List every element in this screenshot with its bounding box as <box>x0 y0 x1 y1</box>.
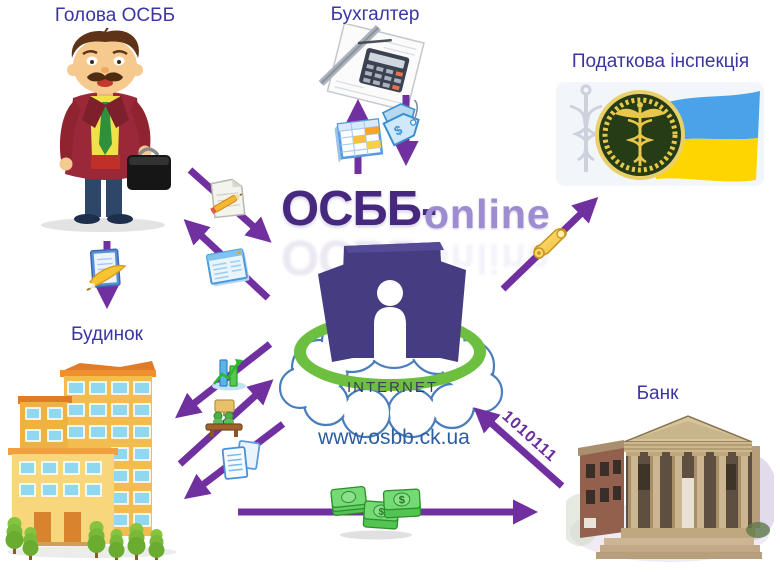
accountant-label: Бухгалтер <box>330 4 420 25</box>
osbb-building-icon <box>318 242 466 362</box>
scroll-icon <box>533 228 567 259</box>
caduceus-emblem-icon <box>595 90 685 180</box>
logo-title: ОСББ- <box>281 182 437 236</box>
trees <box>5 517 165 560</box>
internet-label: INTERNET <box>347 379 438 396</box>
svg-text:$: $ <box>378 507 385 518</box>
site-url: www.osbb.ck.ua <box>318 426 470 449</box>
spreadsheet-icon <box>334 118 384 163</box>
documents-icon <box>221 440 261 480</box>
logo-accent: online <box>424 191 551 237</box>
apartment-building-image <box>5 361 177 560</box>
calculator-image <box>318 24 425 112</box>
price-tags-icon: $ <box>381 100 420 147</box>
svg-text:$: $ <box>398 494 405 506</box>
bar-chart-icon <box>212 359 246 391</box>
chairman-figure <box>41 28 171 232</box>
arrow-bank-to-center <box>473 407 565 489</box>
document-pencil-icon <box>210 178 246 219</box>
chairman-label: Голова ОСББ <box>54 5 176 26</box>
building-label: Будинок <box>71 324 143 345</box>
tax-inspection-image <box>556 82 764 186</box>
form-icon <box>205 248 250 287</box>
tax-inspection-label: Податкова інспекція <box>571 51 750 72</box>
bank-label: Банк <box>636 383 679 404</box>
bank-building-image <box>566 415 774 562</box>
document-quill-icon <box>86 248 127 291</box>
money-icon: $ $ <box>330 485 422 540</box>
meeting-icon <box>205 399 243 437</box>
